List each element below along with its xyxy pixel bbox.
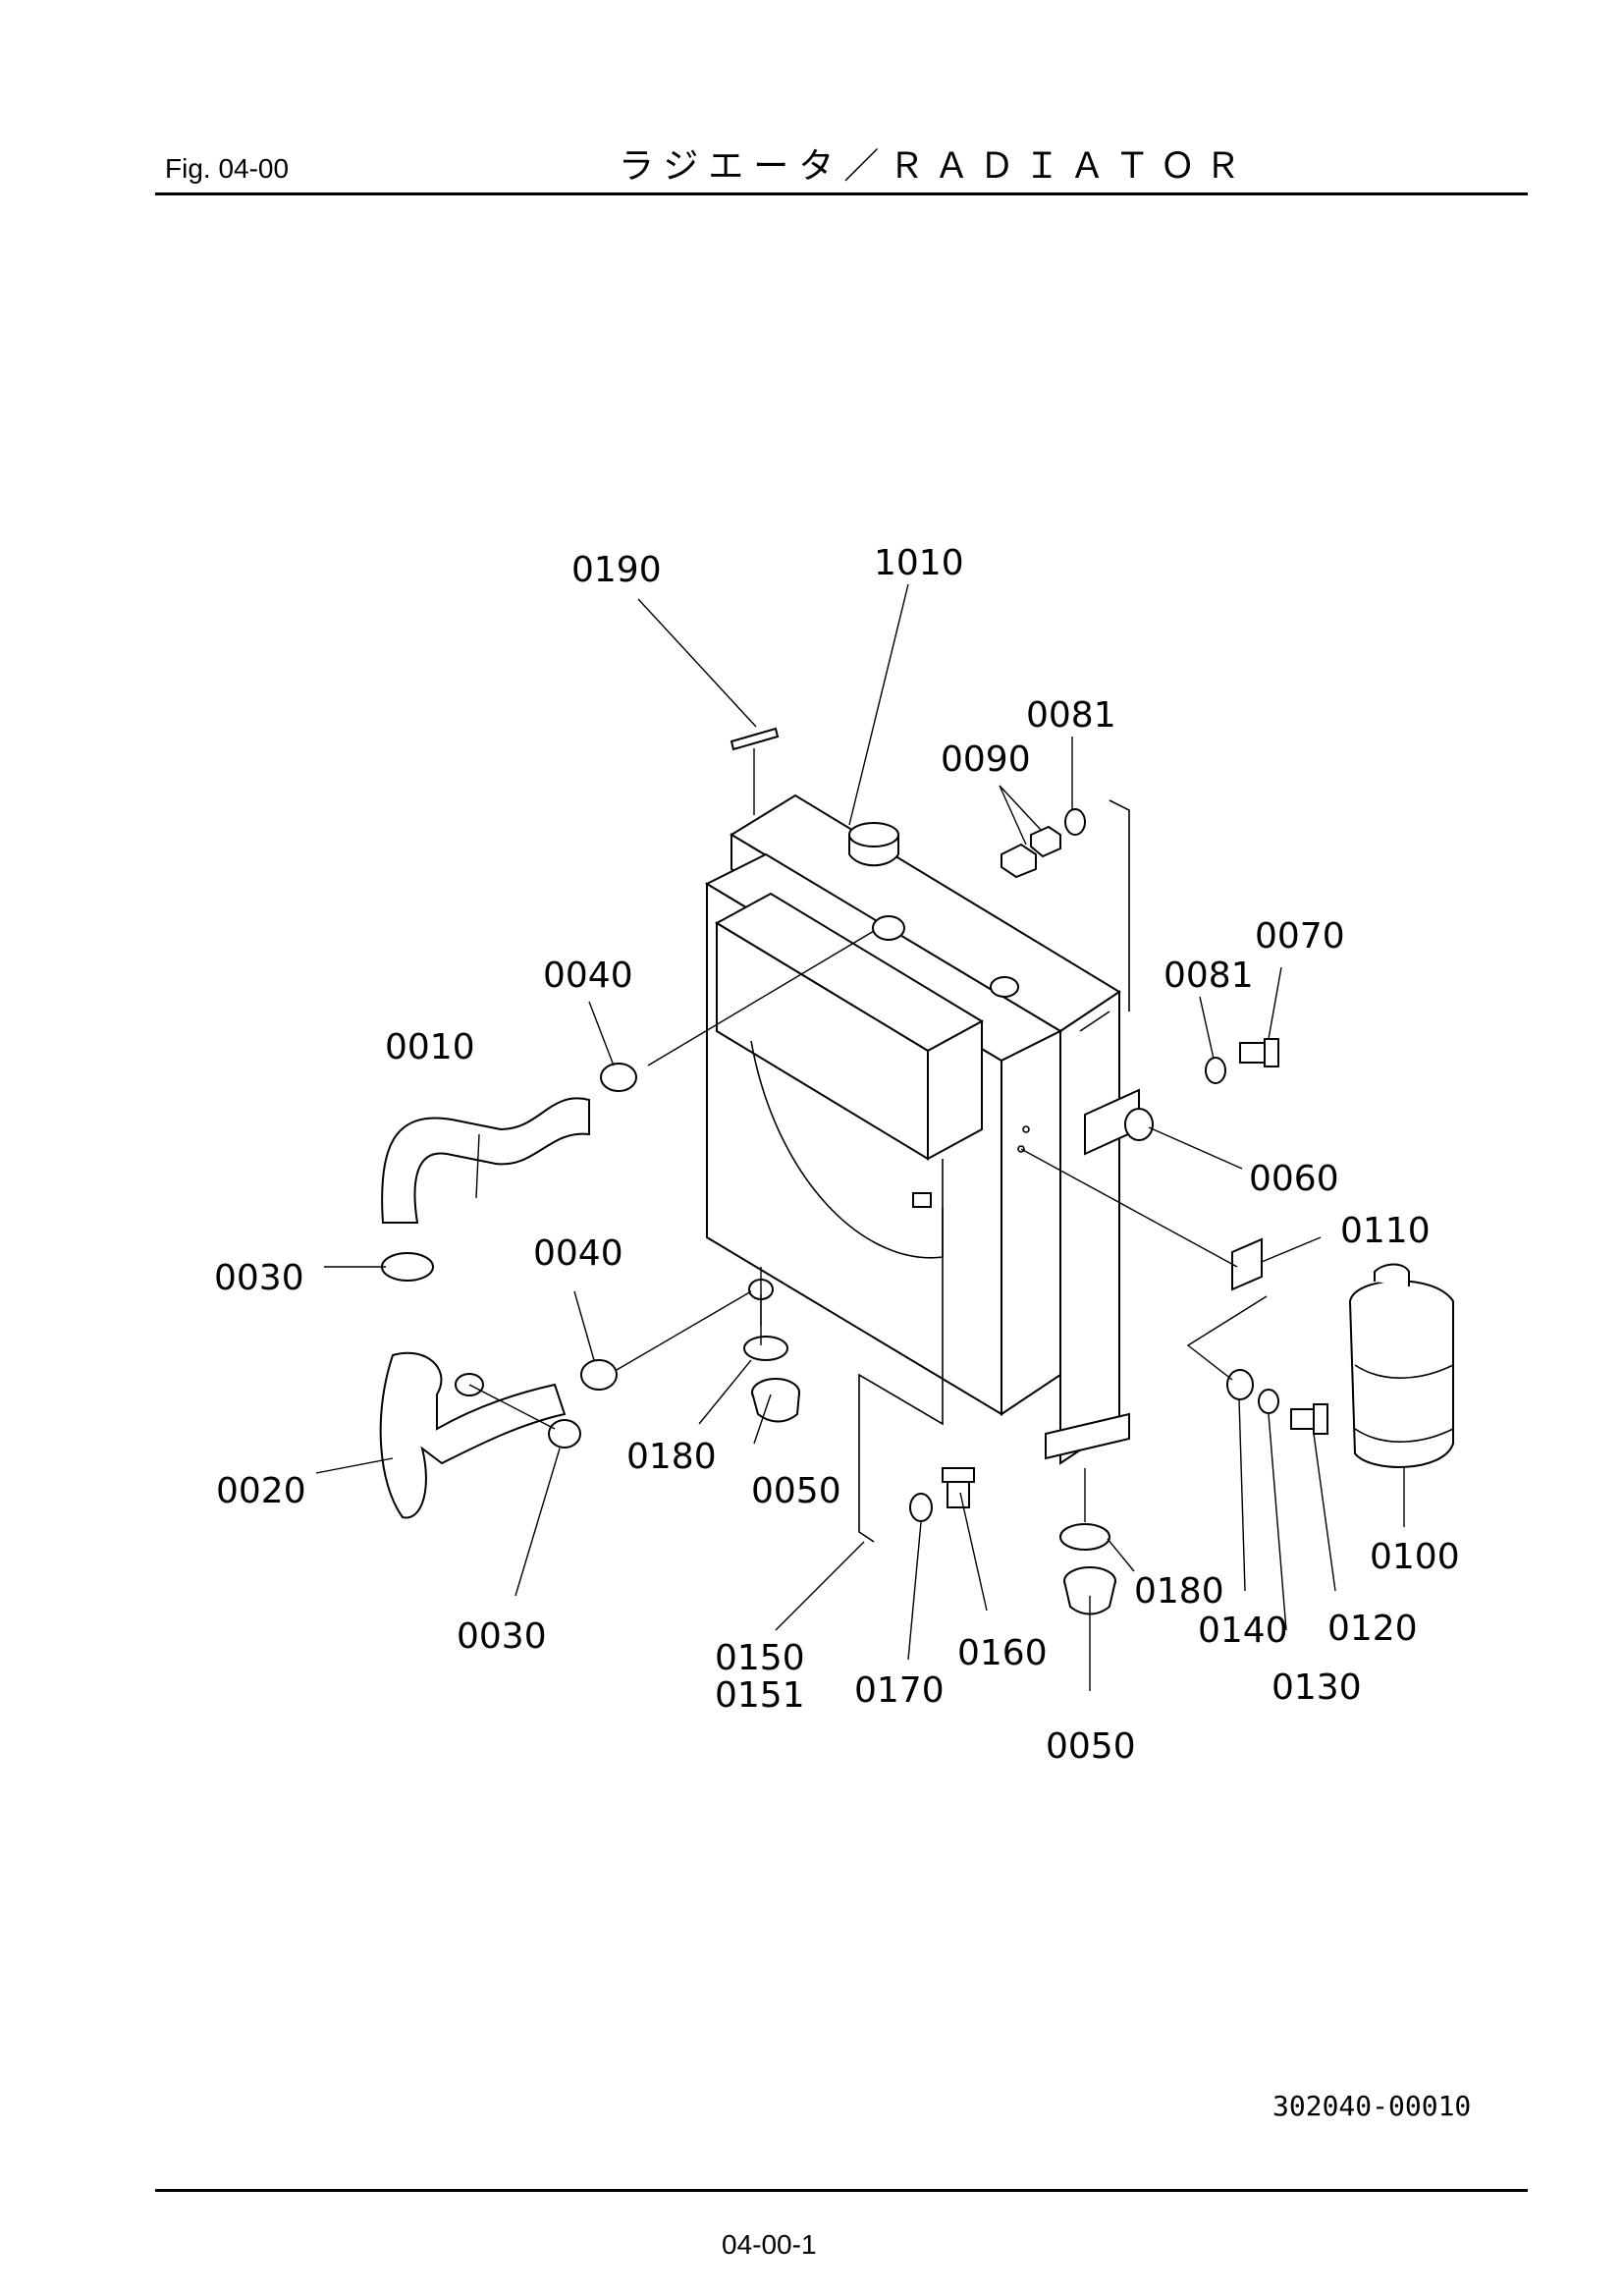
leader-lines [315,583,1405,1691]
label-0010: 0010 [385,1027,475,1067]
part-bolt-0160 [942,1467,975,1508]
label-0180-right: 0180 [1134,1571,1224,1612]
part-clip-0110 [1231,1237,1263,1291]
drawing-id: 302040-00010 [1272,2090,1472,2122]
label-0020: 0020 [216,1471,306,1511]
label-0100: 0100 [1370,1537,1460,1577]
label-0070: 0070 [1255,916,1345,957]
part-upper-hose-0010 [381,1097,590,1224]
part-strip-0190 [730,727,780,751]
label-0060: 0060 [1249,1159,1339,1199]
part-clamp-0030a [381,1252,434,1282]
label-0130: 0130 [1271,1667,1362,1708]
part-washer-0081a [1064,808,1086,836]
footer-rule [155,2189,1528,2192]
page-number: 04-00-1 [722,2229,817,2260]
part-lower-hose-0020 [379,1351,567,1519]
header-rule [155,192,1528,195]
label-0180-left: 0180 [626,1437,717,1477]
part-nut-0090b [1030,825,1061,858]
label-0110: 0110 [1340,1211,1431,1251]
part-nut-0090a [1001,843,1037,879]
part-clamp-0040a [600,1063,637,1092]
part-bracket-0060 [1084,1088,1154,1156]
label-0140: 0140 [1198,1611,1288,1651]
part-washer-0081b [1205,1057,1226,1084]
label-0150: 0150 [715,1638,805,1678]
part-mount-0050a [751,1378,800,1423]
label-0040-mid: 0040 [533,1233,623,1274]
label-0190: 0190 [571,550,662,590]
label-0160: 0160 [957,1633,1048,1673]
label-0030-left: 0030 [214,1258,304,1298]
part-bolt-0120 [1290,1403,1328,1435]
label-0050-bottom: 0050 [1046,1726,1136,1767]
part-washer-0140 [1226,1369,1254,1400]
part-reserve-tank-0100 [1348,1263,1454,1468]
part-clamp-0040b [580,1359,618,1391]
label-0081-top: 0081 [1026,695,1116,736]
radiator-assembly [704,793,1130,1465]
part-washer-0170 [909,1493,933,1522]
part-bolt-0070 [1239,1038,1279,1067]
label-0040-top: 0040 [543,956,633,996]
label-0151: 0151 [715,1675,805,1716]
label-0170: 0170 [854,1670,945,1711]
part-rubber-0180b [1059,1523,1110,1551]
part-rubber-0180a [743,1336,788,1361]
label-0120: 0120 [1327,1609,1418,1649]
part-clamp-0030b [548,1419,581,1449]
label-0050-left: 0050 [751,1471,841,1511]
part-washer-0130 [1258,1389,1279,1414]
label-0081-side: 0081 [1163,956,1254,996]
label-0090: 0090 [941,739,1031,780]
label-1010: 1010 [874,543,964,583]
part-drain-pipe-0150 [858,1208,944,1543]
figure-number: Fig. 04-00 [165,153,290,184]
label-0030-bottom: 0030 [457,1616,547,1657]
page-title: ラジエータ／ＲＡＤＩＡＴＯＲ [619,146,1251,187]
